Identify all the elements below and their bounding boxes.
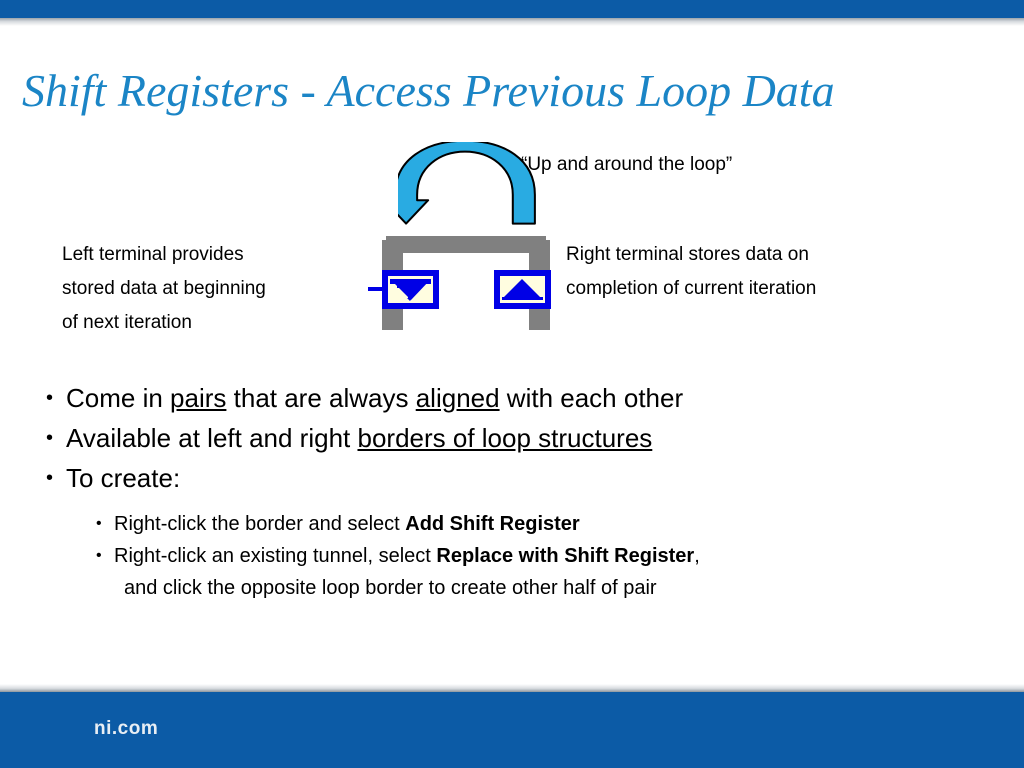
right-terminal-caption: Right terminal stores data on completion… — [566, 238, 966, 306]
left-terminal-caption: Left terminal provides stored data at be… — [62, 238, 382, 340]
right-caption-line-2: completion of current iteration — [566, 278, 817, 299]
bullet-item: Available at left and right borders of l… — [44, 418, 984, 458]
sub-bullet-continuation: and click the opposite loop border to cr… — [124, 577, 657, 599]
right-shift-register-terminal — [494, 270, 551, 309]
text-run: with each other — [499, 383, 684, 413]
bullet-item: To create: — [44, 458, 984, 498]
text-run: To create: — [66, 463, 181, 493]
bottom-bar-shadow — [0, 684, 1024, 692]
text-run: Right-click the border and select — [114, 513, 406, 535]
loop-structure-graphic — [368, 232, 552, 332]
text-run: Available at left and right — [66, 423, 358, 453]
left-caption-line-2: stored data at beginning — [62, 278, 266, 299]
left-terminal-wire — [368, 287, 382, 291]
top-bar-shadow — [0, 18, 1024, 26]
sub-bullet-item: Right-click the border and select Add Sh… — [96, 508, 996, 540]
text-run: Come in — [66, 383, 171, 413]
top-accent-bar — [0, 0, 1024, 18]
emphasis-underline: aligned — [415, 383, 500, 413]
loop-quote-label: “Up and around the loop” — [521, 154, 733, 175]
loop-top-border — [386, 236, 546, 253]
left-shift-register-terminal — [382, 270, 439, 309]
loop-arrow-icon — [398, 142, 536, 225]
right-caption-line-1: Right terminal stores data on — [566, 244, 809, 265]
footer-brand-label: ni.com — [94, 718, 159, 739]
sub-bullet-list: Right-click the border and select Add Sh… — [96, 508, 996, 604]
text-run: , — [694, 545, 700, 567]
emphasis-underline: pairs — [170, 383, 227, 413]
text-run: that are always — [226, 383, 416, 413]
bottom-accent-bar — [0, 692, 1024, 768]
left-caption-line-3: of next iteration — [62, 312, 192, 333]
emphasis-bold: Replace with Shift Register — [436, 545, 695, 567]
emphasis-bold: Add Shift Register — [405, 513, 580, 535]
emphasis-underline: borders of loop structures — [357, 423, 653, 453]
page-title: Shift Registers - Access Previous Loop D… — [22, 65, 835, 116]
sub-bullet-item: Right-click an existing tunnel, select R… — [96, 540, 996, 604]
text-run: Right-click an existing tunnel, select — [114, 545, 437, 567]
left-caption-line-1: Left terminal provides — [62, 244, 244, 265]
down-triangle-icon — [390, 279, 431, 301]
bullet-list: Come in pairs that are always aligned wi… — [44, 378, 984, 498]
up-triangle-icon — [502, 279, 543, 300]
bullet-item: Come in pairs that are always aligned wi… — [44, 378, 984, 418]
